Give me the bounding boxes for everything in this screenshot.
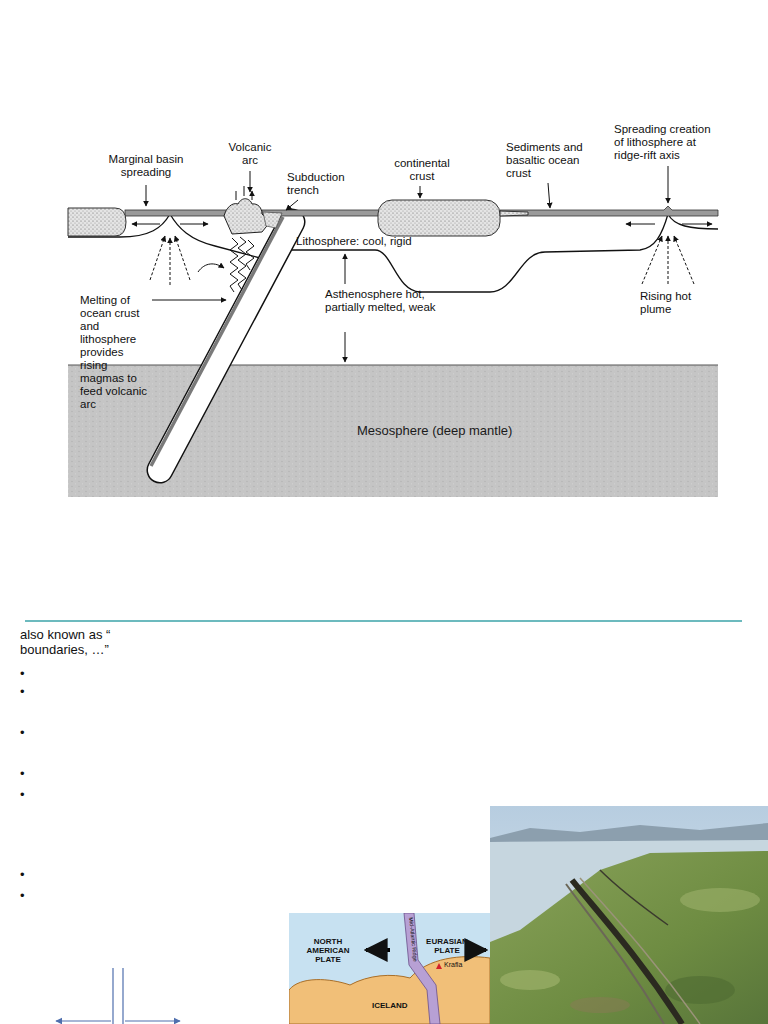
convection-arrows bbox=[626, 224, 655, 225]
divergence-sketch bbox=[125, 1020, 180, 1021]
iceland-map bbox=[404, 913, 440, 1024]
leader-line bbox=[146, 166, 668, 362]
rift-photo bbox=[566, 884, 664, 1024]
iceland-map bbox=[289, 913, 490, 1024]
map-label: ICELAND bbox=[372, 1001, 408, 1010]
rising-magma bbox=[246, 240, 254, 270]
divider-line bbox=[25, 620, 742, 622]
convection-arrows bbox=[642, 236, 662, 284]
rift-photo bbox=[572, 880, 682, 1024]
subducting-slab bbox=[151, 217, 283, 466]
convection-arrows bbox=[674, 236, 694, 284]
continental-block bbox=[68, 200, 528, 236]
rift-photo bbox=[580, 878, 700, 1024]
rising-magma bbox=[238, 237, 246, 290]
convection-arrows bbox=[682, 224, 712, 225]
mesosphere-band bbox=[68, 365, 718, 366]
divergence-sketch bbox=[56, 968, 180, 1024]
iceland-map bbox=[472, 948, 486, 952]
leader-line bbox=[420, 186, 421, 198]
region-label: Rising hot plume bbox=[640, 290, 702, 316]
leader-line bbox=[250, 171, 251, 192]
bullet: • bbox=[20, 667, 25, 680]
leader-line bbox=[152, 300, 226, 301]
rift-photo bbox=[570, 997, 630, 1013]
ocean-crust bbox=[125, 210, 230, 216]
mesosphere-band: Mesosphere (deep mantle) bbox=[68, 365, 718, 497]
bullet: • bbox=[20, 767, 25, 780]
rift-photo bbox=[500, 970, 560, 990]
rift-photo bbox=[490, 806, 768, 1024]
volcanic-arc bbox=[224, 186, 282, 234]
leader-line bbox=[286, 200, 298, 210]
iceland-map bbox=[289, 957, 490, 1024]
body-text: also known as “ bbox=[20, 628, 110, 641]
region-label: continental crust bbox=[384, 157, 460, 183]
volcanic-arc bbox=[224, 199, 270, 234]
leader-line bbox=[345, 254, 346, 284]
ocean-crust bbox=[500, 206, 718, 216]
map-label: Mid-Atlantic Ridge bbox=[408, 917, 419, 962]
leader-line bbox=[146, 185, 147, 206]
layer-label: Lithosphere: cool, rigid bbox=[296, 235, 412, 248]
convection-arrows bbox=[170, 238, 171, 285]
bullet: • bbox=[20, 788, 25, 801]
convection-arrows bbox=[132, 224, 160, 225]
leader-line bbox=[548, 183, 550, 208]
bullet: • bbox=[20, 868, 25, 881]
divergence-sketch bbox=[56, 1020, 111, 1021]
map-label: EURASIAN PLATE bbox=[424, 937, 470, 955]
subducting-slab bbox=[160, 222, 292, 470]
region-label: Volcanic arc bbox=[224, 141, 276, 167]
convection-arrows bbox=[198, 264, 224, 272]
bullet: • bbox=[20, 889, 25, 902]
volcanic-arc bbox=[263, 212, 282, 228]
continental-block bbox=[500, 211, 528, 216]
subducting-slab bbox=[151, 217, 292, 470]
region-label: Sediments and basaltic ocean crust bbox=[506, 141, 592, 180]
body-text: boundaries, …” bbox=[20, 643, 109, 656]
iceland-map bbox=[366, 948, 390, 952]
note-label: Melting of ocean crust and lithosphere p… bbox=[80, 294, 152, 411]
iceland-map bbox=[436, 963, 442, 969]
convection-arrows bbox=[132, 224, 712, 285]
rising-magma bbox=[230, 238, 238, 292]
region-label: Subduction trench bbox=[287, 171, 349, 197]
iceland-map bbox=[289, 913, 490, 1024]
convection-arrows bbox=[150, 236, 165, 280]
rift-photo bbox=[490, 851, 768, 1024]
map-label: Krafla bbox=[444, 961, 462, 969]
leader-line bbox=[345, 332, 346, 362]
rift-photo bbox=[490, 806, 768, 1024]
convection-arrows bbox=[175, 236, 190, 280]
layer-label: Asthenosphere hot, partially melted, wea… bbox=[325, 288, 443, 314]
bullet: • bbox=[20, 685, 25, 698]
divergence-sketch bbox=[122, 968, 123, 1024]
rift-photo bbox=[680, 888, 760, 912]
leader-line bbox=[668, 166, 669, 203]
region-label: Spreading creation of lithosphere at rid… bbox=[614, 123, 718, 162]
convection-arrows bbox=[668, 236, 669, 284]
divergence-sketch bbox=[112, 968, 113, 1024]
bullet: • bbox=[20, 726, 25, 739]
map-label: NORTH AMERICAN PLATE bbox=[294, 937, 362, 964]
region-label: Marginal basin spreading bbox=[106, 153, 186, 179]
rising-magma bbox=[230, 237, 254, 292]
continental-block bbox=[378, 200, 500, 236]
subducting-slab bbox=[160, 222, 292, 470]
lithosphere-boundary bbox=[291, 214, 718, 292]
rift-photo bbox=[600, 870, 668, 925]
band-label: Mesosphere (deep mantle) bbox=[357, 423, 512, 438]
continental-block bbox=[68, 208, 126, 236]
convection-arrows bbox=[180, 224, 208, 225]
